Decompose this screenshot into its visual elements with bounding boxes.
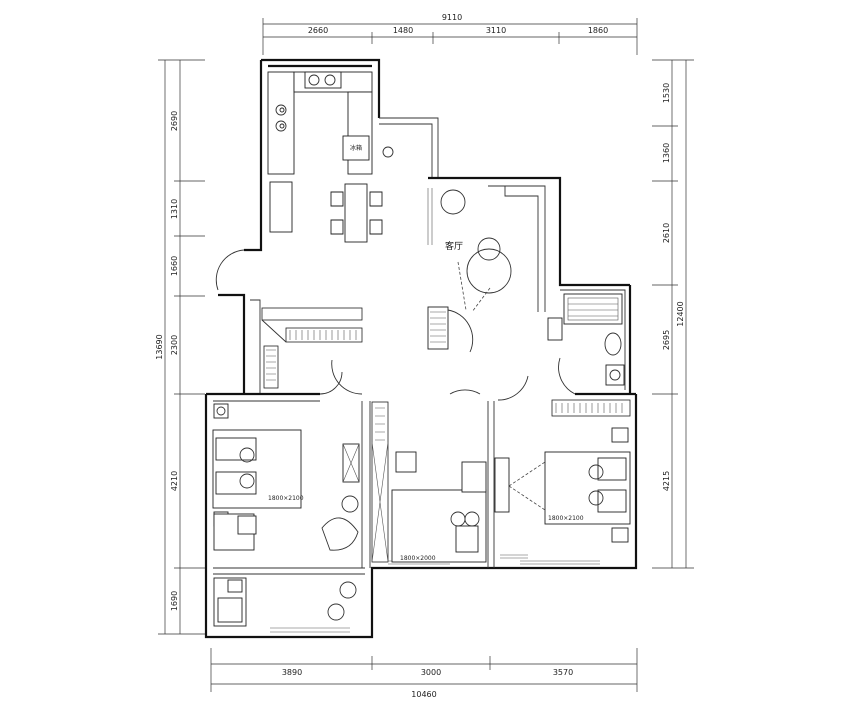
dim-left-2: 1310 xyxy=(170,199,179,219)
master-bed-size: 1800×2100 xyxy=(268,495,304,502)
doors xyxy=(215,249,576,401)
right-bedroom: 1800×2100 xyxy=(494,399,631,559)
dim-bottom-3: 3570 xyxy=(553,668,573,677)
dim-left-6: 1690 xyxy=(170,591,179,611)
fridge-label: 冰箱 xyxy=(350,144,362,152)
bottom-balcony xyxy=(213,577,357,627)
dim-bottom-1: 3890 xyxy=(282,668,302,677)
plant-icon xyxy=(339,581,357,599)
fridge-icon xyxy=(342,135,370,161)
plant-icon xyxy=(440,189,466,215)
dim-top-4: 1860 xyxy=(588,26,608,35)
dim-right-total: 12400 xyxy=(676,301,685,326)
dim-right-3: 2610 xyxy=(662,223,671,243)
dimension-top: 9110 2660 1480 3110 1860 xyxy=(262,13,638,55)
dimension-right: 1530 1360 2610 2695 4215 12400 xyxy=(652,59,694,569)
dim-left-total: 13690 xyxy=(155,334,164,359)
dim-top-1: 2660 xyxy=(308,26,328,35)
walls xyxy=(204,58,638,639)
dim-left-3: 1660 xyxy=(170,256,179,276)
dim-top-2: 1480 xyxy=(393,26,413,35)
second-bed-size: 1800×2100 xyxy=(548,515,584,522)
dim-right-4: 2695 xyxy=(662,330,671,350)
dim-bottom-2: 3000 xyxy=(421,668,441,677)
master-bedroom: 1800×2100 xyxy=(212,401,389,563)
dim-right-2: 1360 xyxy=(662,143,671,163)
plant-icon xyxy=(341,495,359,513)
third-bed-size: 1800×2000 xyxy=(400,555,436,562)
sink-icon xyxy=(605,364,625,386)
dimension-left: 13690 2690 1310 1660 2300 4210 1690 xyxy=(155,59,205,635)
entry-wardrobe xyxy=(261,307,363,389)
living-room-label: 客厅 xyxy=(445,240,463,252)
middle-bedroom: 1800×2000 xyxy=(391,451,487,563)
bathroom xyxy=(547,293,625,386)
dim-left-1: 2690 xyxy=(170,111,179,131)
living-room: 客厅 xyxy=(427,189,512,353)
plant-icon xyxy=(327,603,345,621)
dim-bottom-total: 10460 xyxy=(411,690,436,699)
dim-left-4: 2300 xyxy=(170,335,179,355)
toilet-icon xyxy=(604,332,622,356)
dim-top-total: 9110 xyxy=(442,13,462,22)
dim-left-5: 4210 xyxy=(170,471,179,491)
kitchen: 冰箱 xyxy=(267,71,394,243)
dim-right-5: 4215 xyxy=(662,471,671,491)
dimension-bottom: 3890 3000 3570 10460 xyxy=(210,648,638,699)
dim-top-3: 3110 xyxy=(486,26,506,35)
dim-right-1: 1530 xyxy=(662,83,671,103)
